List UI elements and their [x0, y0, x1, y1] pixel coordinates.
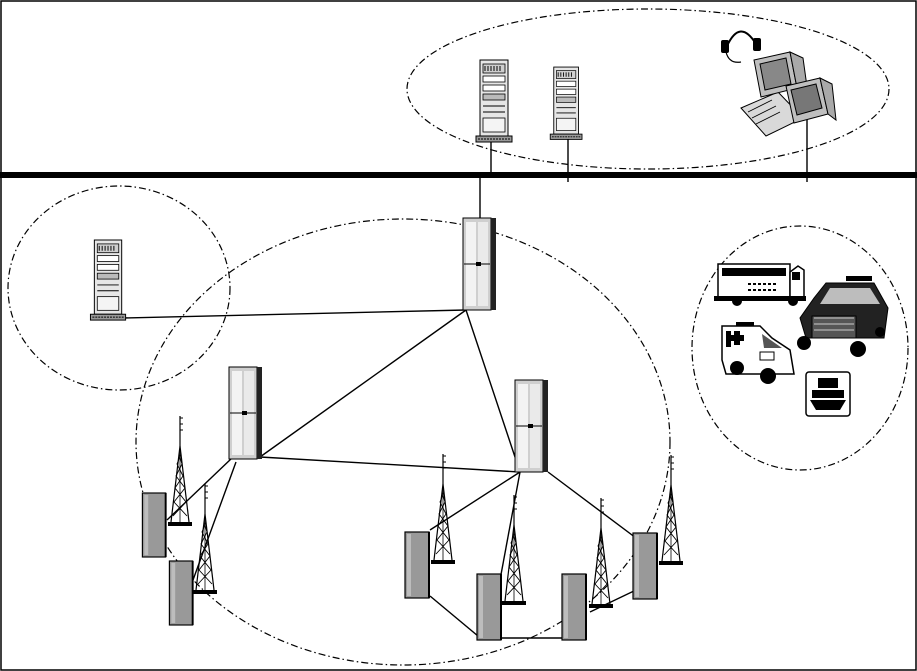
base-station-cabinet-icon [476, 573, 502, 641]
ship-sign-icon [805, 371, 851, 417]
link-remote-server-to-top-cabinet [122, 309, 467, 319]
link-bts-3-to-4 [429, 595, 479, 637]
server-tower-icon [475, 59, 513, 143]
ambulance-icon [721, 322, 795, 384]
radio-tower-icon [167, 415, 193, 527]
link-left-to-right-cabinet [259, 456, 521, 473]
base-station-cabinet-icon [168, 560, 194, 626]
radio-tower-icon [588, 497, 614, 609]
link-left-to-bts-2 [192, 461, 237, 581]
remote-site-zone [7, 185, 231, 391]
link-left-to-bts-1 [166, 457, 233, 521]
link-right-to-bts-5 [547, 471, 637, 539]
link-right-to-bts-4 [499, 471, 521, 581]
radio-network-zone [135, 218, 671, 666]
radio-tower-icon [430, 453, 456, 565]
base-station-cabinet-icon [561, 573, 587, 641]
dispatcher-workstation-icon [740, 51, 837, 137]
server-tower-icon [89, 239, 127, 321]
police-car-icon [797, 276, 889, 357]
radio-tower-icon [658, 454, 684, 566]
switch-cabinet-icon [462, 217, 497, 311]
base-station-cabinet-icon [632, 532, 658, 600]
link-top-to-right-cabinet [465, 309, 521, 473]
switch-cabinet-icon [514, 379, 549, 473]
link-right-to-bts-3 [429, 471, 521, 531]
headset-icon [721, 30, 761, 63]
switch-cabinet-icon [228, 366, 263, 460]
link-bts-6-to-5 [589, 589, 637, 613]
base-station-cabinet-icon [404, 531, 430, 599]
fire-truck-icon [714, 263, 806, 306]
base-station-cabinet-icon [141, 492, 167, 558]
server-tower-icon [549, 66, 583, 140]
radio-tower-icon [192, 483, 218, 595]
control-center-zone [406, 8, 890, 170]
network-links [122, 309, 637, 639]
field-users-zone [691, 225, 909, 471]
link-top-to-left-cabinet [259, 309, 467, 458]
